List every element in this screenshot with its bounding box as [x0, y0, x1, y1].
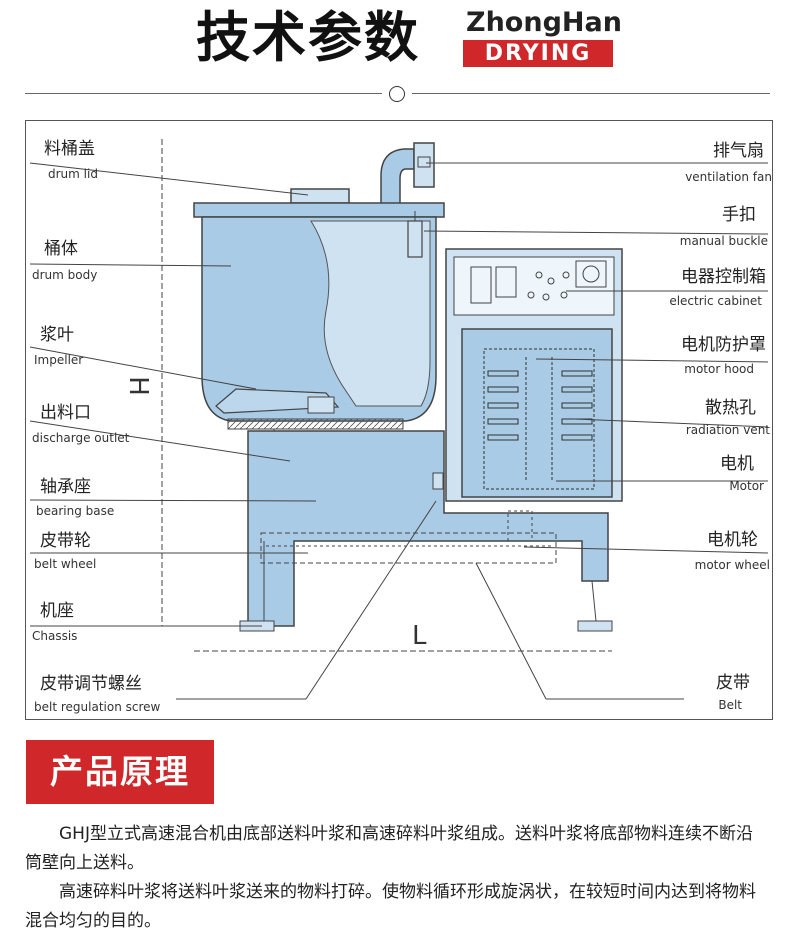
divider-right	[412, 93, 770, 94]
label-drum-lid-en: drum lid	[48, 167, 98, 181]
label-discharge-outlet-en: discharge outlet	[32, 431, 130, 445]
divider-left	[25, 93, 382, 94]
dimension-length-label: L	[412, 621, 427, 651]
label-electric-cabinet-en: electric cabinet	[669, 294, 762, 308]
dimension-height-label: H	[122, 376, 153, 396]
drum-lid-drawing	[290, 188, 350, 204]
label-drum-body-en: drum body	[32, 268, 98, 282]
label-belt-wheel-en: belt wheel	[34, 557, 97, 571]
label-motor-wheel: 电机轮	[707, 530, 758, 550]
motor-drawing	[487, 357, 593, 481]
label-ventilation-fan: 排气扇	[713, 141, 764, 161]
principle-paragraph-2: 高速碎料叶浆将送料叶浆送来的物料打碎。使物料循环形成旋涡状，在较短时间内达到将物…	[25, 882, 756, 931]
label-belt-regulation-screw-en: belt regulation screw	[34, 700, 161, 714]
label-motor-wheel-en: motor wheel	[694, 558, 770, 572]
label-radiation-vent: 散热孔	[705, 398, 756, 418]
label-chassis-en: Chassis	[32, 629, 78, 643]
label-drum-lid: 料桶盖	[44, 139, 95, 159]
label-bearing-base-en: bearing base	[36, 504, 115, 518]
divider-circle-icon	[389, 86, 405, 102]
label-impeller-en: Impeller	[34, 353, 84, 367]
label-impeller: 浆叶	[40, 325, 74, 345]
brand-badge: DRYING	[463, 40, 613, 67]
machine-drawing	[29, 139, 769, 700]
label-motor: 电机	[720, 454, 754, 474]
label-motor-hood: 电机防护罩	[681, 335, 766, 355]
label-belt: 皮带	[716, 673, 750, 693]
ventilation-fan-drawing	[380, 142, 435, 212]
page-title: 技术参数	[196, 6, 420, 69]
label-belt-regulation-screw: 皮带调节螺丝	[40, 674, 142, 694]
chassis-drawing	[247, 430, 609, 627]
label-chassis: 机座	[40, 601, 74, 621]
label-belt-en: Belt	[718, 698, 742, 712]
principle-paragraph-1: GHJ型立式高速混合机由底部送料叶浆和高速碎料叶浆组成。送料叶浆将底部物料连续不…	[25, 824, 753, 873]
machine-diagram: 料桶盖 drum lid 桶体 drum body 浆叶 Impeller 出料…	[25, 120, 773, 720]
label-ventilation-fan-en: ventilation fan	[685, 170, 772, 184]
motor-hood-drawing	[461, 328, 613, 498]
label-bearing-base: 轴承座	[40, 477, 91, 497]
label-belt-wheel: 皮带轮	[40, 531, 91, 551]
label-motor-en: Motor	[729, 479, 764, 493]
label-radiation-vent-en: radiation vent	[685, 423, 770, 437]
label-drum-body: 桶体	[44, 239, 78, 259]
label-manual-buckle: 手扣	[722, 205, 756, 225]
label-discharge-outlet: 出料口	[40, 403, 91, 423]
label-manual-buckle-en: manual buckle	[679, 234, 768, 248]
section-title: 产品原理	[26, 740, 214, 804]
label-motor-hood-en: motor hood	[684, 362, 754, 376]
brand-name: ZhongHan	[466, 7, 622, 38]
label-electric-cabinet: 电器控制箱	[681, 267, 766, 287]
